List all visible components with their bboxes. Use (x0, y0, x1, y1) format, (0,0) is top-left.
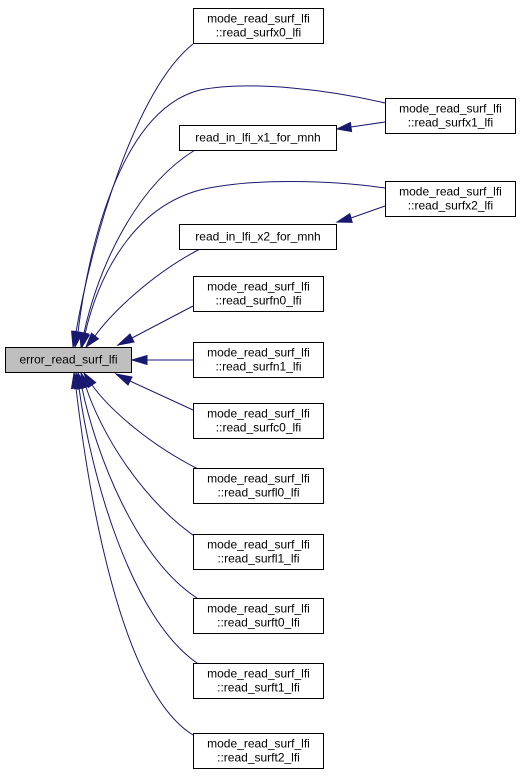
edge-line (350, 121, 386, 128)
edge-line (131, 305, 194, 339)
node-label-line-1: mode_read_surf_lfi (207, 602, 310, 616)
node-label-line-2: ::read_surft0_lfi (217, 616, 300, 630)
node-label-line-2: ::read_surft2_lfi (217, 751, 300, 765)
node-label-line-1: mode_read_surf_lfi (207, 538, 310, 552)
edge-t2-to-root (70, 371, 194, 736)
arrow-head-icon (130, 354, 148, 366)
node-l0[interactable]: mode_read_surf_lfi::read_surfl0_lfi (193, 468, 324, 504)
node-box (385, 98, 516, 134)
edge-line (84, 181, 386, 335)
node-n0[interactable]: mode_read_surf_lfi::read_surfn0_lfi (193, 276, 324, 312)
edge-n0-to-root (116, 305, 194, 346)
node-label-line-2: ::read_surfl0_lfi (217, 486, 299, 500)
node-box (193, 733, 324, 769)
edge-line (129, 380, 194, 411)
node-t2[interactable]: mode_read_surf_lfi::read_surft2_lfi (193, 733, 324, 769)
edge-line (75, 43, 194, 333)
node-label-line-1: mode_read_surf_lfi (207, 667, 310, 681)
node-box (193, 8, 324, 44)
node-t0[interactable]: mode_read_surf_lfi::read_surft0_lfi (193, 598, 324, 634)
node-x1[interactable]: mode_read_surf_lfi::read_surfx1_lfi (385, 98, 516, 134)
node-box (179, 125, 337, 151)
arrow-head-icon (80, 332, 91, 349)
node-x0[interactable]: mode_read_surf_lfi::read_surfx0_lfi (193, 8, 324, 44)
node-box (193, 598, 324, 634)
edge-line (350, 205, 386, 219)
edge-line (83, 149, 196, 334)
arrow-head-icon (70, 371, 82, 390)
node-box (193, 276, 324, 312)
node-box (193, 342, 324, 378)
node-box (193, 468, 324, 504)
edge-line (85, 386, 201, 541)
node-label-line-2: ::read_surft1_lfi (217, 681, 300, 695)
edge-inx2-to-root (84, 248, 201, 349)
edge-line (77, 85, 386, 333)
node-label-line-1: mode_read_surf_lfi (207, 407, 310, 421)
edge-x2-to-inx2 (335, 205, 386, 223)
node-inx1[interactable]: read_in_lfi_x1_for_mnh (179, 125, 337, 151)
node-x2[interactable]: mode_read_surf_lfi::read_surfx2_lfi (385, 181, 516, 217)
node-label-line-2: ::read_surfn0_lfi (215, 294, 301, 308)
arrow-head-icon (84, 332, 100, 349)
edge-x2-to-root (80, 181, 386, 349)
node-n1[interactable]: mode_read_surf_lfi::read_surfn1_lfi (193, 342, 324, 378)
root-node-box (5, 347, 132, 373)
node-label-line-2: ::read_surfl1_lfi (217, 552, 299, 566)
edges-layer (70, 43, 386, 736)
node-label-line-2: ::read_surfc0_lfi (216, 421, 301, 435)
node-label-line-1: mode_read_surf_lfi (207, 737, 310, 751)
edge-x1-to-inx1 (335, 121, 386, 133)
edge-t0-to-root (77, 371, 201, 601)
node-box (193, 403, 324, 439)
edge-n1-to-root (130, 354, 193, 366)
edge-line (81, 387, 201, 601)
node-label-line-1: mode_read_surf_lfi (399, 185, 502, 199)
node-t1[interactable]: mode_read_surf_lfi::read_surft1_lfi (193, 663, 324, 699)
edge-c0-to-root (114, 373, 194, 411)
node-box (179, 224, 337, 250)
node-label-line-2: ::read_surfx0_lfi (216, 26, 301, 40)
node-label-line-1: error_read_surf_lfi (19, 353, 117, 367)
edge-l1-to-root (80, 371, 201, 541)
edge-t1-to-root (74, 371, 201, 666)
node-box (385, 181, 516, 217)
node-c0[interactable]: mode_read_surf_lfi::read_surfc0_lfi (193, 403, 324, 439)
node-label-line-1: mode_read_surf_lfi (207, 280, 310, 294)
node-box (193, 663, 324, 699)
arrow-head-icon (335, 121, 353, 133)
arrow-head-icon (116, 333, 135, 346)
edge-line (91, 384, 201, 471)
node-label-line-2: ::read_surfx2_lfi (408, 199, 493, 213)
edge-x0-to-root (71, 43, 194, 349)
node-label-line-2: ::read_surfx1_lfi (408, 116, 493, 130)
node-l1[interactable]: mode_read_surf_lfi::read_surfl1_lfi (193, 534, 324, 570)
edge-inx1-to-root (79, 149, 196, 349)
node-label-line-1: read_in_lfi_x2_for_mnh (195, 230, 320, 244)
node-inx2[interactable]: read_in_lfi_x2_for_mnh (179, 224, 337, 250)
nodes-layer: error_read_surf_lfimode_read_surf_lfi::r… (5, 8, 516, 769)
node-label-line-1: mode_read_surf_lfi (207, 346, 310, 360)
edge-line (94, 248, 201, 337)
node-label-line-1: read_in_lfi_x1_for_mnh (195, 131, 320, 145)
edge-line (75, 387, 194, 736)
root-node-error-read-surf-lfi[interactable]: error_read_surf_lfi (5, 347, 132, 373)
node-label-line-1: mode_read_surf_lfi (207, 472, 310, 486)
arrow-head-icon (114, 373, 133, 386)
node-box (193, 534, 324, 570)
arrow-head-icon (335, 212, 353, 223)
node-label-line-1: mode_read_surf_lfi (207, 12, 310, 26)
node-label-line-2: ::read_surfn1_lfi (215, 360, 301, 374)
node-label-line-1: mode_read_surf_lfi (399, 102, 502, 116)
edge-line (78, 387, 201, 666)
